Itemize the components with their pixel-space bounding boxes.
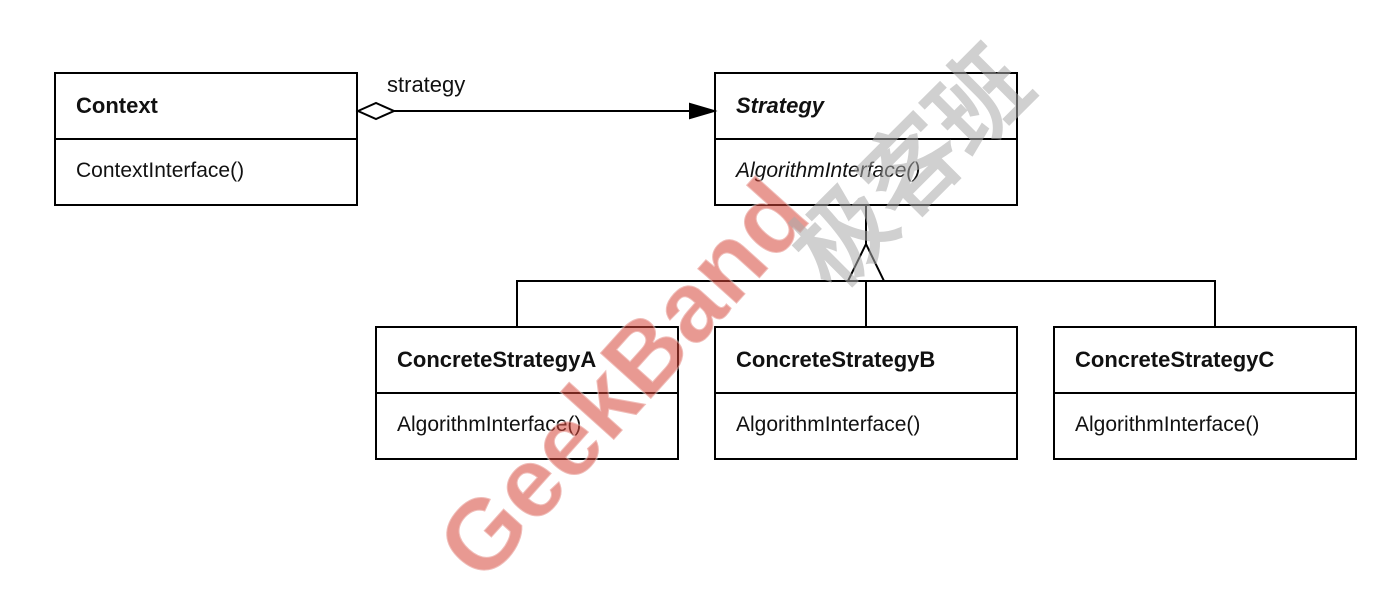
class-concrete-strategy-a-operation: AlgorithmInterface() [397, 413, 582, 436]
aggregation-diamond [355, 101, 397, 121]
class-context-operation: ContextInterface() [76, 159, 245, 182]
class-strategy-operation: AlgorithmInterface() [736, 159, 921, 182]
class-strategy-name: Strategy [716, 74, 1016, 140]
generalization-connector [516, 206, 1216, 326]
class-strategy: Strategy AlgorithmInterface() [714, 72, 1018, 206]
class-context: Context ContextInterface() [54, 72, 358, 206]
class-concrete-strategy-b: ConcreteStrategyB AlgorithmInterface() [714, 326, 1018, 460]
diagram-connectors [355, 101, 1216, 326]
aggregation-role-label: strategy [387, 72, 466, 97]
class-concrete-strategy-c-operation: AlgorithmInterface() [1075, 413, 1260, 436]
class-concrete-strategy-a: ConcreteStrategyA AlgorithmInterface() [375, 326, 679, 460]
inheritance-triangle [846, 241, 886, 282]
class-concrete-strategy-b-operation: AlgorithmInterface() [736, 413, 921, 436]
aggregation-connector [355, 101, 718, 121]
navigability-arrowhead [689, 102, 718, 120]
class-concrete-strategy-c-name: ConcreteStrategyC [1055, 328, 1355, 394]
class-context-name: Context [56, 74, 356, 140]
class-concrete-strategy-a-name: ConcreteStrategyA [377, 328, 677, 394]
class-concrete-strategy-c: ConcreteStrategyC AlgorithmInterface() [1053, 326, 1357, 460]
class-concrete-strategy-b-name: ConcreteStrategyB [716, 328, 1016, 394]
